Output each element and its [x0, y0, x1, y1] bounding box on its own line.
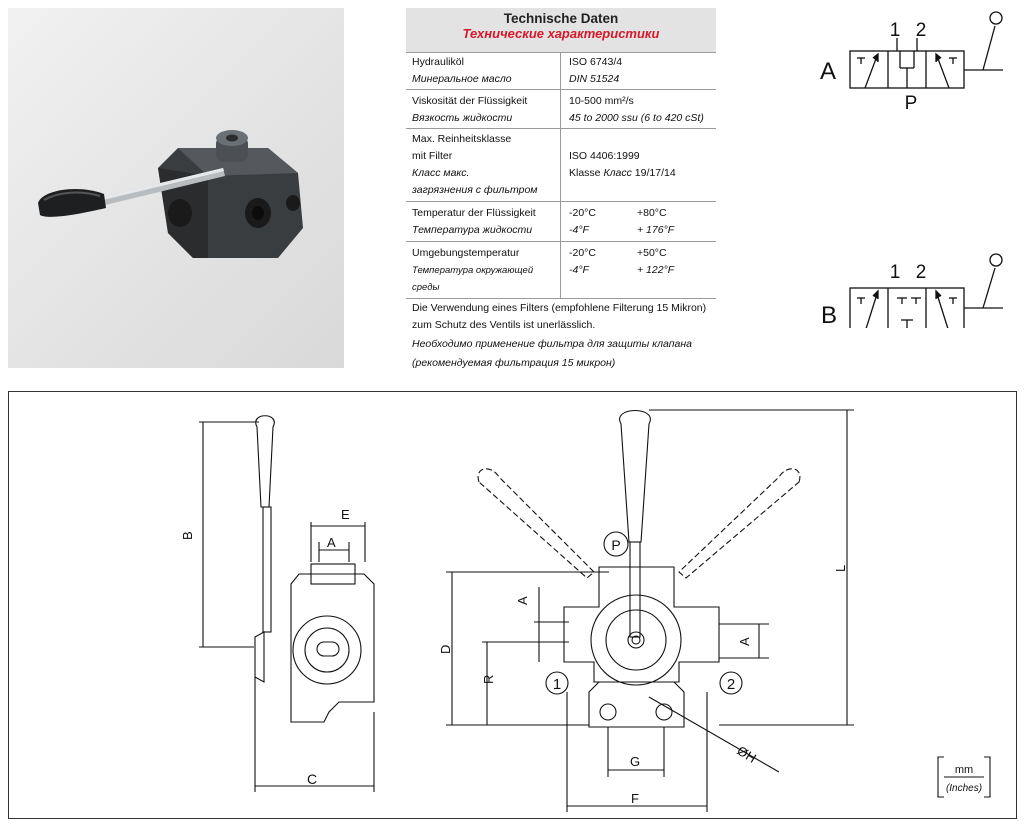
row-label-ru: Вязкость жидкости [412, 112, 513, 124]
dim-g-label: G [630, 754, 640, 769]
row-value: -20°C+80°C [569, 207, 667, 219]
row-label-de: Umgebungstemperatur [412, 247, 520, 259]
row-label-de: Hydrauliköl [412, 56, 464, 68]
port-1-label: 1 [553, 676, 561, 693]
symbol-b-letter: B [821, 302, 837, 328]
symbol-b-port-2: 2 [916, 262, 927, 283]
row-value: -20°C+50°C [569, 247, 667, 259]
technical-drawing: B C E A [180, 409, 991, 812]
row-label-ru: Минеральное масло [412, 73, 512, 85]
valve-photo-illustration [38, 130, 303, 258]
row-value: ISO 4406:1999 [569, 150, 640, 162]
dim-l-label: L [833, 565, 848, 572]
row-value-alt: DIN 51524 [569, 73, 620, 85]
dim-a-label-side: A [327, 535, 336, 550]
dim-h-label: ØH [734, 743, 758, 766]
symbol-a-letter: A [820, 58, 836, 85]
row-value-alt: Klasse Класс 19/17/14 [569, 167, 676, 179]
technical-data-table: Technische Daten Технические характерист… [406, 8, 716, 373]
symbol-b [849, 253, 1003, 328]
units-inches: (Inches) [946, 783, 982, 794]
product-photo [8, 8, 344, 368]
table-title-ru: Технические характеристики [462, 26, 660, 41]
units-mm: mm [955, 764, 973, 776]
symbol-a-port-p: P [905, 93, 918, 114]
port-p-label: P [611, 537, 620, 553]
dim-a-label-right: A [737, 637, 752, 646]
filter-note-ru: Необходимо применение фильтра для защиты… [412, 338, 693, 350]
symbol-a-port-1: 1 [890, 20, 901, 41]
table-header: Technische Daten Технические характерист… [406, 8, 716, 52]
filter-note-ru-2: (рекомендуемая фильтрация 15 микрон) [412, 357, 616, 369]
row-label-ru: Класс макс. [412, 167, 470, 179]
port-2-label: 2 [727, 676, 735, 693]
dimension-drawing: B C E A [8, 391, 1017, 819]
row-value-alt: 45 to 2000 ssu (6 to 420 cSt) [569, 112, 704, 124]
row-value-alt: -4°F+ 122°F [569, 264, 675, 276]
dim-e-label: E [341, 507, 350, 522]
table-row: Max. Reinheitsklasse mit Filter Класс ма… [406, 129, 716, 202]
dim-c-label: C [307, 771, 317, 787]
table-title-de: Technische Daten [503, 11, 619, 26]
row-label-de-2: mit Filter [412, 150, 453, 162]
dim-a-label-front: A [515, 596, 530, 605]
row-value: 10-500 mm²/s [569, 95, 634, 107]
row-value: ISO 6743/4 [569, 56, 623, 68]
symbol-b-port-1: 1 [890, 262, 901, 283]
dim-f-label: F [631, 791, 639, 806]
hydraulic-symbols: A 1 2 P B 1 2 P [820, 11, 1003, 328]
row-label-de: Max. Reinheitsklasse [412, 133, 512, 145]
row-label-ru: Температура жидкости [412, 224, 533, 236]
row-label-ru-2: загрязнения с фильтром [412, 184, 538, 196]
symbol-a [849, 11, 1003, 89]
row-label-de: Temperatur der Flüssigkeit [412, 207, 536, 219]
row-label-de: Viskosität der Flüssigkeit [412, 95, 528, 107]
symbol-a-port-2: 2 [916, 20, 927, 41]
dim-b-label: B [180, 531, 195, 540]
row-label-ru: Температура окружающей среды [412, 265, 534, 293]
dim-r-label: R [481, 675, 496, 684]
filter-note-de: Die Verwendung eines Filters (empfohlene… [412, 302, 707, 331]
dim-d-label: D [438, 645, 453, 654]
row-value-alt: -4°F+ 176°F [569, 224, 675, 236]
